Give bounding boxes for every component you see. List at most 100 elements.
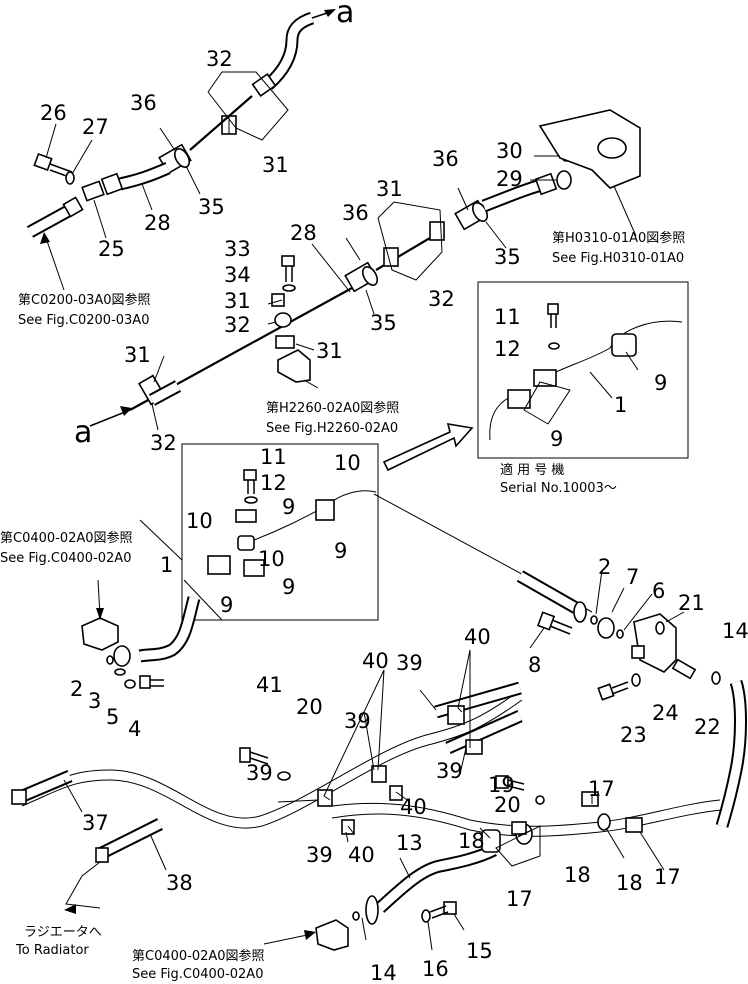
ref-c0400b-jp: 第C0400-02A0図参照: [132, 948, 265, 964]
label-41: 41: [256, 673, 283, 697]
label-35: 35: [370, 311, 397, 335]
label-10: 10: [334, 451, 361, 475]
label-18: 18: [564, 863, 591, 887]
label-a-left: a: [74, 415, 92, 450]
label-26: 26: [40, 101, 67, 125]
label-9: 9: [282, 575, 295, 599]
label-6: 6: [652, 579, 665, 603]
label-17: 17: [588, 777, 615, 801]
label-12: 12: [260, 471, 287, 495]
label-21: 21: [678, 591, 705, 615]
label-9: 9: [654, 371, 667, 395]
label-20: 20: [494, 793, 521, 817]
label-7: 7: [626, 565, 639, 589]
label-17: 17: [506, 887, 533, 911]
label-33: 33: [224, 237, 251, 261]
label-36: 36: [432, 147, 459, 171]
label-11: 11: [260, 445, 287, 469]
transition-arrow: [382, 423, 474, 472]
label-14: 14: [722, 619, 748, 643]
hose-1-assembly: [81, 579, 201, 689]
label-2: 2: [70, 677, 83, 701]
label-31: 31: [376, 177, 403, 201]
ref-h0310-en: See Fig.H0310-01A0: [552, 251, 684, 266]
label-32: 32: [224, 313, 251, 337]
label-39: 39: [436, 759, 463, 783]
label-37: 37: [82, 811, 109, 835]
label-36: 36: [130, 91, 157, 115]
ref-c0200-jp: 第C0200-03A0図参照: [18, 292, 151, 308]
ref-c0200-en: See Fig.C0200-03A0: [18, 313, 149, 328]
label-10: 10: [258, 547, 285, 571]
label-9: 9: [334, 539, 347, 563]
label-38: 38: [166, 871, 193, 895]
label-1: 1: [614, 393, 627, 417]
label-17: 17: [654, 865, 681, 889]
label-34: 34: [224, 263, 251, 287]
ref-h2260-en: See Fig.H2260-02A0: [266, 421, 398, 436]
label-22: 22: [694, 715, 721, 739]
label-40: 40: [362, 649, 389, 673]
serial-inset: [477, 281, 689, 459]
ref-c0400a-en: See Fig.C0400-02A0: [0, 551, 131, 566]
label-16: 16: [422, 957, 449, 981]
reference-notes: 第H0310-01A0図参照 See Fig.H0310-01A0 第C0200…: [0, 230, 685, 982]
ref-h0310-jp: 第H0310-01A0図参照: [552, 230, 685, 246]
label-31: 31: [316, 339, 343, 363]
label-39: 39: [246, 761, 273, 785]
middle-hose-assembly: [89, 109, 641, 431]
right-fitting-assembly: [516, 569, 747, 828]
label-18: 18: [616, 871, 643, 895]
label-19: 19: [488, 773, 515, 797]
ref-h2260-jp: 第H2260-02A0図参照: [266, 400, 399, 416]
ref-c0400b-en: See Fig.C0400-02A0: [132, 967, 263, 982]
label-12: 12: [494, 337, 521, 361]
label-3: 3: [88, 689, 101, 713]
label-18: 18: [458, 829, 485, 853]
label-32: 32: [428, 287, 455, 311]
label-35: 35: [494, 245, 521, 269]
label-27: 27: [82, 115, 109, 139]
label-30: 30: [496, 139, 523, 163]
label-a-top: a: [336, 0, 354, 30]
ref-serial-en: Serial No.10003～: [500, 481, 617, 496]
label-1: 1: [160, 553, 173, 577]
clamp-inset: [139, 443, 593, 621]
label-39: 39: [306, 843, 333, 867]
label-40: 40: [464, 625, 491, 649]
upper-hose-assembly: [26, 9, 336, 291]
label-13: 13: [396, 831, 423, 855]
ref-radiator-jp: ラジエータへ: [24, 925, 102, 940]
label-9: 9: [550, 427, 563, 451]
label-28: 28: [144, 211, 171, 235]
label-14: 14: [370, 961, 397, 984]
label-23: 23: [620, 723, 647, 747]
label-39: 39: [344, 709, 371, 733]
label-2: 2: [598, 555, 611, 579]
label-11: 11: [494, 305, 521, 329]
label-40: 40: [348, 843, 375, 867]
label-24: 24: [652, 701, 679, 725]
label-5: 5: [106, 705, 119, 729]
label-25: 25: [98, 237, 125, 261]
label-15: 15: [466, 939, 493, 963]
label-35: 35: [198, 195, 225, 219]
ref-serial-jp: 適 用 号 機: [500, 462, 564, 478]
label-8: 8: [528, 653, 541, 677]
label-40: 40: [400, 795, 427, 819]
label-36: 36: [342, 201, 369, 225]
label-4: 4: [128, 717, 141, 741]
label-9: 9: [220, 593, 233, 617]
label-32: 32: [150, 431, 177, 455]
label-32: 32: [206, 47, 233, 71]
label-29: 29: [496, 167, 523, 191]
ref-radiator-en: To Radiator: [15, 943, 89, 958]
ref-c0400a-jp: 第C0400-02A0図参照: [0, 530, 133, 546]
part-number-labels: a a 32 36 26 27 31 35 28 25 30 29 36 31 …: [40, 0, 748, 984]
label-31: 31: [124, 343, 151, 367]
label-20: 20: [296, 695, 323, 719]
label-31: 31: [262, 153, 289, 177]
label-28: 28: [290, 221, 317, 245]
lower-tube-assembly: [11, 649, 723, 951]
